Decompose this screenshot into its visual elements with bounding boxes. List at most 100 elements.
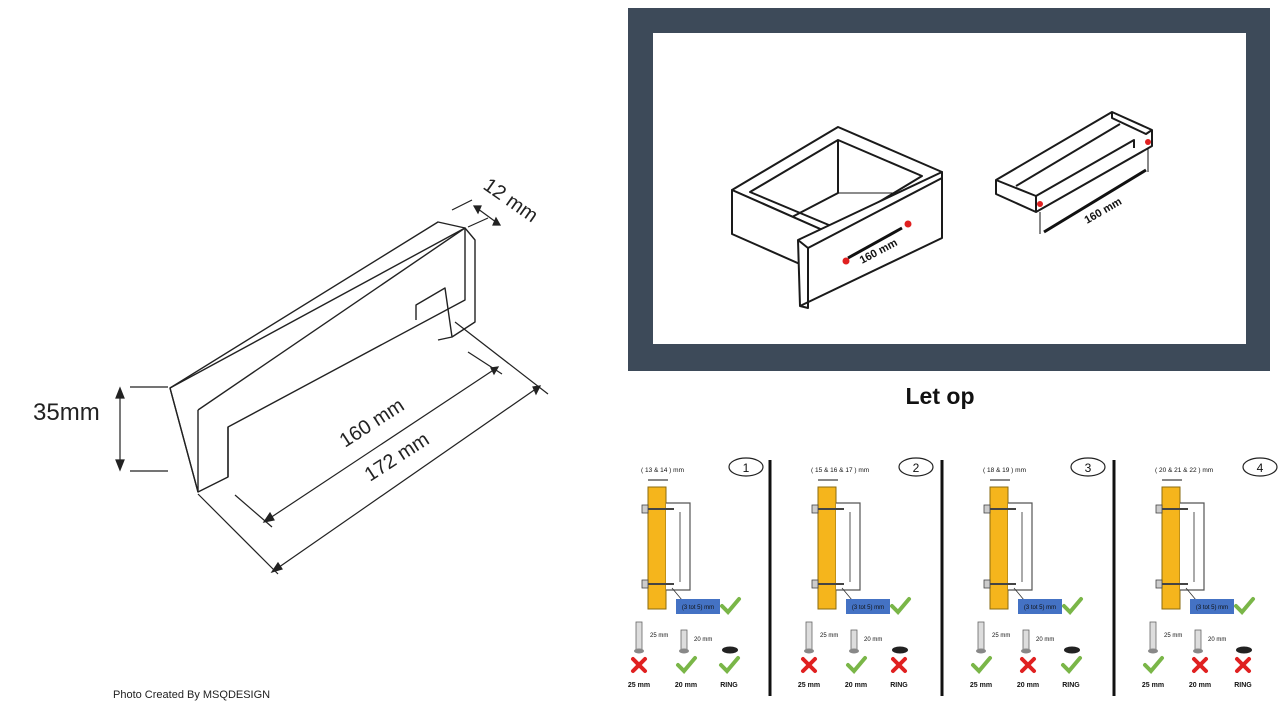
notice-panel-3-gap-box [1018,599,1062,614]
handle-top-inner [197,227,466,411]
notice-panel-2-screw-head-2 [811,579,819,589]
notice-panel-4-option-2-cross-icon [1192,657,1208,673]
notice-panel-4-gap-box [1190,599,1234,614]
notice-panel-1-handle-profile [666,502,691,591]
notice-panel-1-gap-check-icon [720,597,741,615]
notice-panel-3-number: 3 [1085,461,1092,475]
handle-top-edge [169,221,466,389]
notice-panel-2-option-3-label: RING [890,682,908,689]
photo-credit: Photo Created By MSQDESIGN [113,689,270,701]
notice-panel-4-gap-pointer [1185,587,1197,601]
handle-dimension-drawing [169,221,476,493]
notice-panel-1-option-2-label: 20 mm [675,682,697,689]
notice-panel-4-gap-label: (3 tot 5) mm [1196,605,1228,611]
notice-panel-2: 2 ( 15 & 16 & 17 ) mm (3 tot 5) mm 25 mm 20 … [798,457,934,689]
notice-panel-2-gap-box [846,599,890,614]
handle-hole-spacing-arrow [1039,148,1149,234]
handle-screw-hole-left [1037,201,1043,207]
notice-panel-4-thickness-label: ( 20 & 21 & 22 ) mm [1155,467,1213,474]
dim-length-label: 172 mm [361,428,434,486]
notice-panel-3-screw-short-label: 20 mm [1036,637,1054,643]
notice-panel-dividers [768,460,1116,696]
drawer-hole-spacing-arrow [847,226,903,260]
notice-panel-4-handle-profile [1180,502,1205,591]
notice-panel-1-gap-box [676,599,720,614]
notice-panel-3-screw-20-head [1021,648,1031,654]
notice-panel-2-gap-label: (3 tot 5) mm [852,605,884,611]
notice-panel-1-screw-head-1 [641,504,649,514]
handle-near-edge [169,387,199,493]
notice-panel-2-thickness-label: ( 15 & 16 & 17 ) mm [811,467,869,474]
notice-panel-2-screw-long-label: 25 mm [820,633,838,639]
notice-panel-3-screw-25-head [976,648,986,654]
notice-panel-1-screw-25-head [634,648,644,654]
dimension-lines [115,199,549,575]
notice-panel-2-number-badge [898,457,934,477]
notice-panel-4-option-3-label: RING [1234,682,1252,689]
drawer-screw-hole-right [904,220,912,228]
notice-panel-4-screw-25-icon [1149,621,1157,651]
notice-panel-2-option-1-cross-icon [801,657,817,673]
notice-panel-1-screw-20-icon [680,629,688,651]
notice-panel-4-screw-head-2 [1155,579,1163,589]
notice-panel-4-screw-long-label: 25 mm [1164,633,1182,639]
notice-panel-1-wood-board [647,486,667,610]
notice-panel-3-handle-profile [1008,502,1033,591]
notice-panel-4-screw-20-icon [1194,629,1202,651]
notice-panel-3-gap-pointer [1013,587,1025,601]
notice-panel-3-option-3-check-icon [1061,656,1082,674]
notice-panel-1-screw-short-label: 20 mm [694,637,712,643]
drawer-illustration [731,126,943,309]
notice-panel-3-option-2-label: 20 mm [1017,682,1039,689]
notice-panel-2-gap-pointer [841,587,853,601]
notice-panel-3-thickness-label: ( 18 & 19 ) mm [983,467,1026,474]
notice-panel-1-ring-icon [722,646,738,654]
notice-panel-4-screw-head-1 [1155,504,1163,514]
notice-panel-4-number: 4 [1257,461,1264,475]
notice-panel-1-option-3-check-icon [719,656,740,674]
handle-far-leg-inner [415,287,453,341]
notice-panel-1-number: 1 [743,461,750,475]
notice-panel-1-gap-label: (3 tot 5) mm [682,605,714,611]
notice-panel-2-screw-head-1 [811,504,819,514]
notice-panel-4-option-1-check-icon [1143,656,1164,674]
notice-panel-3-screw-long-label: 25 mm [992,633,1010,639]
notice-panel-1-screw-head-2 [641,579,649,589]
dim-height-label: 35mm [33,399,100,426]
notice-panel-2-screw-short-label: 20 mm [864,637,882,643]
notice-panel-1-option-1-cross-icon [631,657,647,673]
notice-panel-1-number-badge [728,457,764,477]
dim-depth-label: 12 mm [479,174,542,227]
notice-panel-3-option-2-cross-icon [1020,657,1036,673]
notice-panel-4-option-3-cross-icon [1235,657,1251,673]
notice-panel-1-option-1-label: 25 mm [628,682,650,689]
notice-panel-1-thickness-label: ( 13 & 14 ) mm [641,467,684,474]
notice-panel-3-screw-20-icon [1022,629,1030,651]
notice-panel-4-screw-25-head [1148,648,1158,654]
notice-panel-3-gap-check-icon [1062,597,1083,615]
notice-panel-3-option-3-label: RING [1062,682,1080,689]
notice-panel-2-number: 2 [913,461,920,475]
notice-panel-4-screw-20-head [1193,648,1203,654]
notice-panel-3-option-1-check-icon [971,656,992,674]
notice-panel-2-option-2-label: 20 mm [845,682,867,689]
notice-panel-3-number-badge [1070,457,1106,477]
notice-panel-1-option-2-check-icon [676,656,697,674]
notice-panel-1-screw-25-icon [635,621,643,651]
notice-panel-2-option-3-cross-icon [891,657,907,673]
handle-far-leg [451,227,476,338]
notice-title: Let op [906,383,975,409]
notice-panel-3-ring-icon [1064,646,1080,654]
notice-panel-3-wood-board [989,486,1009,610]
handle-screw-hole-right [1145,139,1151,145]
notice-panel-2-wood-board [817,486,837,610]
notice-panel-3-gap-label: (3 tot 5) mm [1024,605,1056,611]
drawer-panel: 160 mm 160 mm [628,8,1270,371]
notice-panel-4-ring-icon [1236,646,1252,654]
notice-panel-3-screw-head-2 [983,579,991,589]
notice-panel-3-screw-head-1 [983,504,991,514]
handle-illustration [995,111,1153,213]
